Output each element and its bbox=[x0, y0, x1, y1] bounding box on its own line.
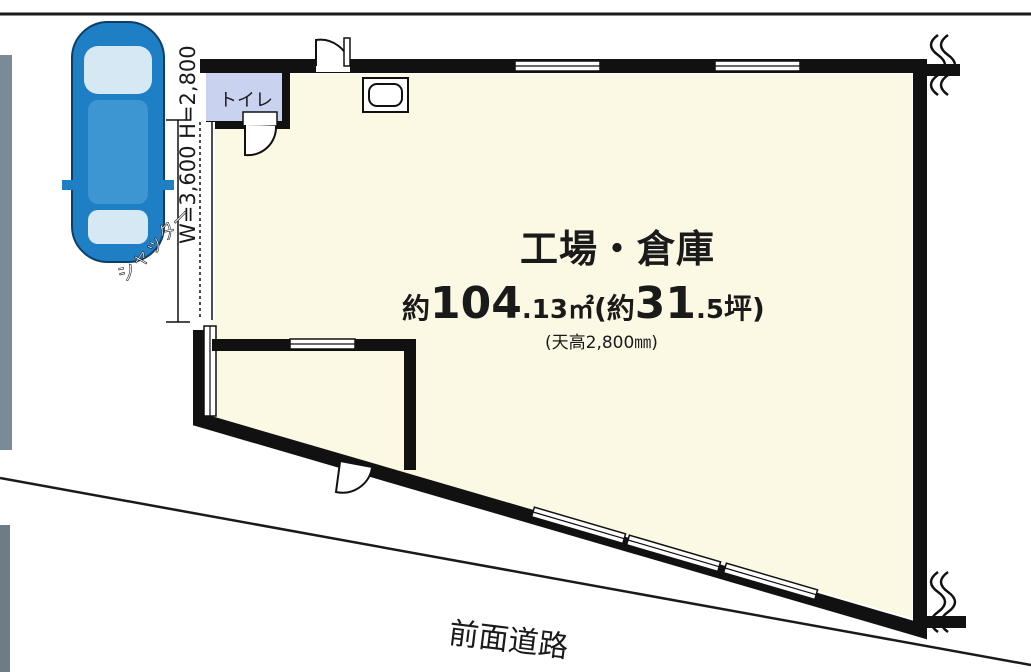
car-icon bbox=[62, 21, 174, 263]
ceiling-height: (天高2,800㎜) bbox=[545, 333, 658, 353]
exterior-wall bbox=[193, 59, 927, 640]
window-bottom-2 bbox=[625, 534, 722, 573]
area-unit: ㎡ bbox=[567, 295, 594, 325]
break-symbol-bottom2 bbox=[939, 570, 957, 634]
toilet-label: トイレ bbox=[219, 90, 273, 111]
area-prefix: 約 bbox=[402, 292, 431, 325]
tsubo-unit: 坪) bbox=[723, 292, 765, 325]
break-symbol-top bbox=[929, 33, 947, 97]
area-int: 104 bbox=[430, 278, 522, 329]
window-bottom-1 bbox=[530, 506, 627, 545]
tsubo-dec: .5 bbox=[696, 295, 724, 325]
break-symbol-top2 bbox=[939, 33, 957, 97]
area-dec: .13 bbox=[521, 295, 568, 325]
window-bottom-3 bbox=[722, 562, 819, 601]
inner-room-wall bbox=[212, 339, 416, 470]
floor-area bbox=[212, 74, 912, 618]
tsubo-open: (約 bbox=[593, 292, 635, 325]
toilet-door-swing bbox=[244, 125, 278, 157]
room-title: 工場・倉庫 bbox=[520, 227, 716, 271]
break-symbol-bottom bbox=[929, 570, 947, 634]
door-bottom-swing bbox=[334, 461, 373, 494]
road-line bbox=[0, 476, 1031, 667]
room-area: 約104.13㎡(約31.5坪) bbox=[402, 278, 765, 329]
photo-strip-top bbox=[0, 55, 12, 450]
tsubo-int: 31 bbox=[634, 278, 696, 329]
photo-strip-bottom bbox=[0, 525, 10, 672]
toilet-wall bbox=[206, 73, 290, 129]
